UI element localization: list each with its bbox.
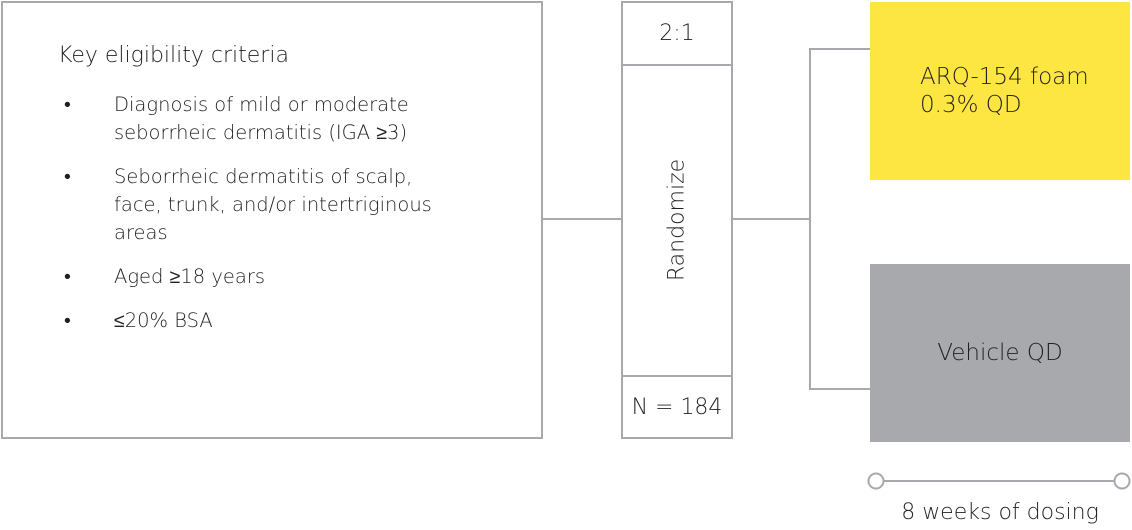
criteria-item: • Diagnosis of mild or moderate seborrhe… <box>58 91 458 147</box>
criteria-item: • ≤20% BSA <box>58 307 458 335</box>
timeline-label: 8 weeks of dosing <box>901 500 1099 525</box>
criteria-list: • Diagnosis of mild or moderate seborrhe… <box>58 91 458 351</box>
bullet-point: • <box>64 93 71 116</box>
criteria-item-text: ≤20% BSA <box>114 309 213 332</box>
bullet-point: • <box>64 265 71 288</box>
criteria-title: Key eligibility criteria <box>58 43 289 68</box>
criteria-item-text: Seborrheic dermatitis of scalp, face, tr… <box>114 165 432 244</box>
randomization-ratio: 2:1 <box>659 21 695 46</box>
eligibility-criteria-box: Key eligibility criteria • Diagnosis of … <box>1 1 543 439</box>
sample-size-box: N = 184 <box>621 375 733 439</box>
arm-active-treatment: ARQ-154 foam 0.3% QD <box>870 2 1130 180</box>
criteria-item: • Seborrheic dermatitis of scalp, face, … <box>58 163 458 247</box>
criteria-item-text: Diagnosis of mild or moderate seborrheic… <box>114 93 409 144</box>
arm-vehicle-label: Vehicle QD <box>937 340 1063 366</box>
criteria-item: • Aged ≥18 years <box>58 263 458 291</box>
randomize-box: Randomize <box>621 64 733 377</box>
arm-vehicle: Vehicle QD <box>870 264 1130 442</box>
sample-size: N = 184 <box>631 394 723 420</box>
randomization-ratio-box: 2:1 <box>621 1 733 66</box>
bullet-point: • <box>64 165 71 188</box>
timeline-end-marker <box>1113 472 1131 490</box>
timeline-start-marker <box>867 472 885 490</box>
bullet-point: • <box>64 309 71 332</box>
arm-active-label: ARQ-154 foam 0.3% QD <box>920 64 1089 118</box>
criteria-item-text: Aged ≥18 years <box>114 265 265 288</box>
randomize-label: Randomize <box>664 158 690 281</box>
